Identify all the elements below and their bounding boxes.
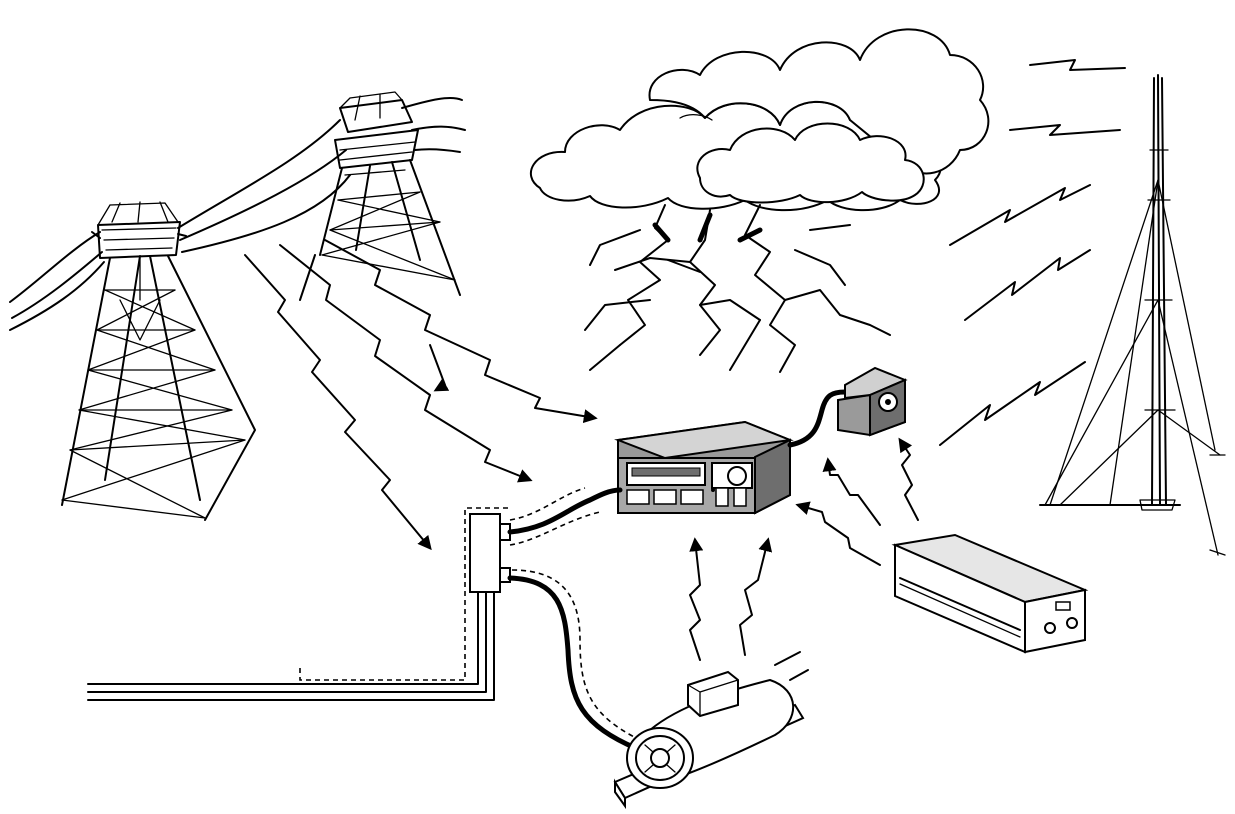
speaker [838,368,905,435]
transmission-tower-right [320,92,460,295]
motor-cord [510,578,640,750]
thunderstorm-cloud [531,29,988,372]
speaker-cable [790,392,845,445]
receiver-power-cord [510,490,620,532]
radio-tower [1040,75,1225,555]
fluorescent-fixture [895,535,1085,652]
junction-box [470,514,510,592]
radio-receiver [618,422,790,513]
power-line [88,508,512,700]
transmission-tower-left [62,202,255,520]
electric-motor [615,652,808,806]
